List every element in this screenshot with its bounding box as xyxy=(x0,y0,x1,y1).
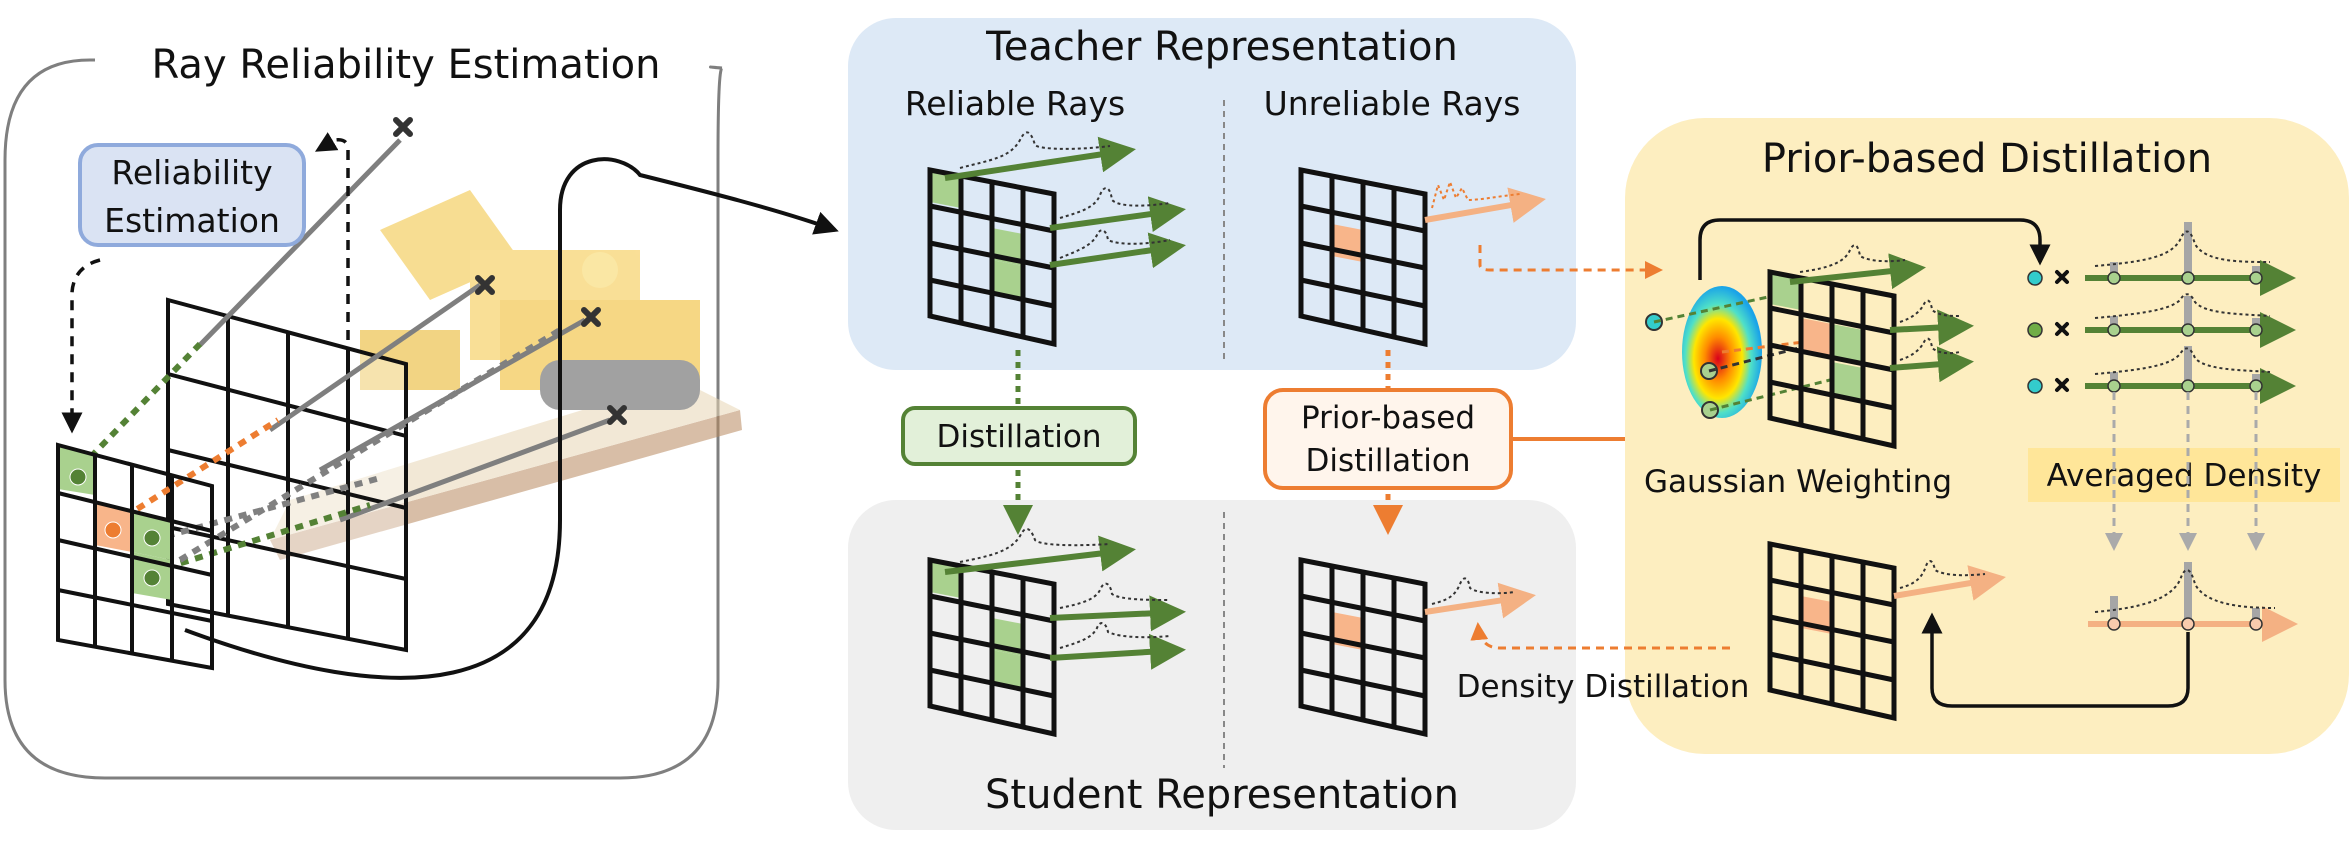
prior-distillation-label-2: Distillation xyxy=(1305,443,1470,479)
reliability-estimation-box xyxy=(78,143,306,247)
reliability-estimation-label: Reliability xyxy=(111,153,272,192)
back-image-plane xyxy=(166,297,408,653)
flow-curve xyxy=(184,157,839,680)
prior-title: Prior-based Distillation xyxy=(1762,136,2212,182)
distillation-label: Distillation xyxy=(936,419,1101,455)
distillation-box xyxy=(901,406,1137,466)
ray-reliability-section: Ray Reliability Estimation xyxy=(56,42,839,680)
prior-section: Prior-based Distillation xyxy=(1644,136,2340,722)
student-section: Student Representation xyxy=(927,512,1750,818)
student-title: Student Representation xyxy=(985,772,1459,818)
reliability-estimation-label-2: Estimation xyxy=(104,201,280,240)
student-reliable-grid xyxy=(927,556,1057,738)
unreliable-rays-label: Unreliable Rays xyxy=(1264,84,1521,123)
ray-endpoints xyxy=(393,117,627,425)
teacher-section: Teacher Representation Reliable Rays Unr… xyxy=(905,24,1663,360)
teacher-reliable-grid xyxy=(927,166,1057,348)
prior-panel xyxy=(1625,118,2349,754)
ray-reliability-frame xyxy=(3,58,724,780)
teacher-reliable-rays xyxy=(944,136,1186,269)
teacher-title: Teacher Representation xyxy=(985,24,1458,70)
front-image-plane xyxy=(56,442,214,671)
averaged-density-label: Averaged Density xyxy=(2047,458,2322,494)
student-unreliable-grid xyxy=(1298,556,1428,738)
ray-reliability-title: Ray Reliability Estimation xyxy=(152,42,661,88)
gaussian-weighting-label: Gaussian Weighting xyxy=(1644,464,1952,500)
prior-grid xyxy=(1767,268,1897,450)
reliable-rays-label: Reliable Rays xyxy=(905,84,1125,123)
teacher-unreliable-grid xyxy=(1298,166,1428,348)
sample-rays xyxy=(2027,222,2296,404)
prior-student-grid xyxy=(1767,540,1897,722)
density-distillation-label: Density Distillation xyxy=(1457,669,1750,705)
prior-distillation-label-1: Prior-based xyxy=(1301,400,1475,436)
averaged-density-box xyxy=(2028,448,2340,502)
